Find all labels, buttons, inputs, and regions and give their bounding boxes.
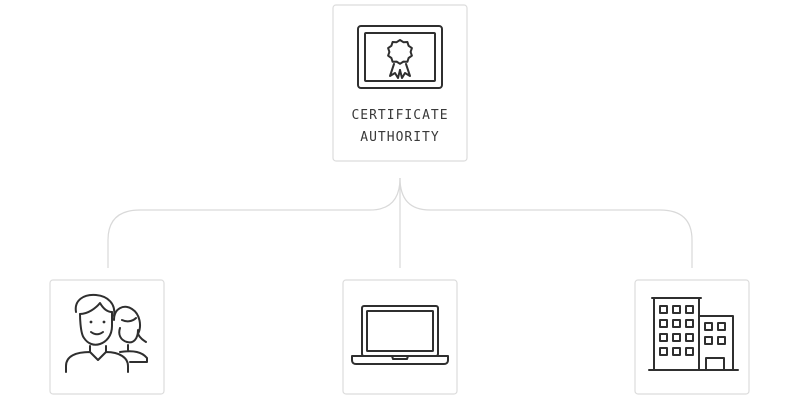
laptop-card: [342, 279, 458, 395]
connectors: [107, 177, 693, 268]
building-door: [705, 357, 725, 371]
building-windows-left: [659, 305, 694, 356]
certificate-authority-node: CERTIFICATE AUTHORITY: [332, 4, 468, 162]
connector-right: [399, 177, 693, 268]
ca-label-line2: AUTHORITY: [360, 130, 439, 145]
ca-label-line1: CERTIFICATE: [351, 108, 448, 123]
connector-left: [107, 177, 401, 268]
users-node: [49, 279, 165, 395]
building-icon: [648, 297, 739, 371]
laptop-node: [342, 279, 458, 395]
building-node: [634, 279, 750, 395]
building-windows-right: [704, 322, 726, 345]
certificate-icon: [357, 25, 443, 89]
users-icon: [65, 293, 148, 373]
users-card: [49, 279, 165, 395]
laptop-icon: [351, 305, 449, 365]
certificate-authority-card: [332, 4, 468, 162]
